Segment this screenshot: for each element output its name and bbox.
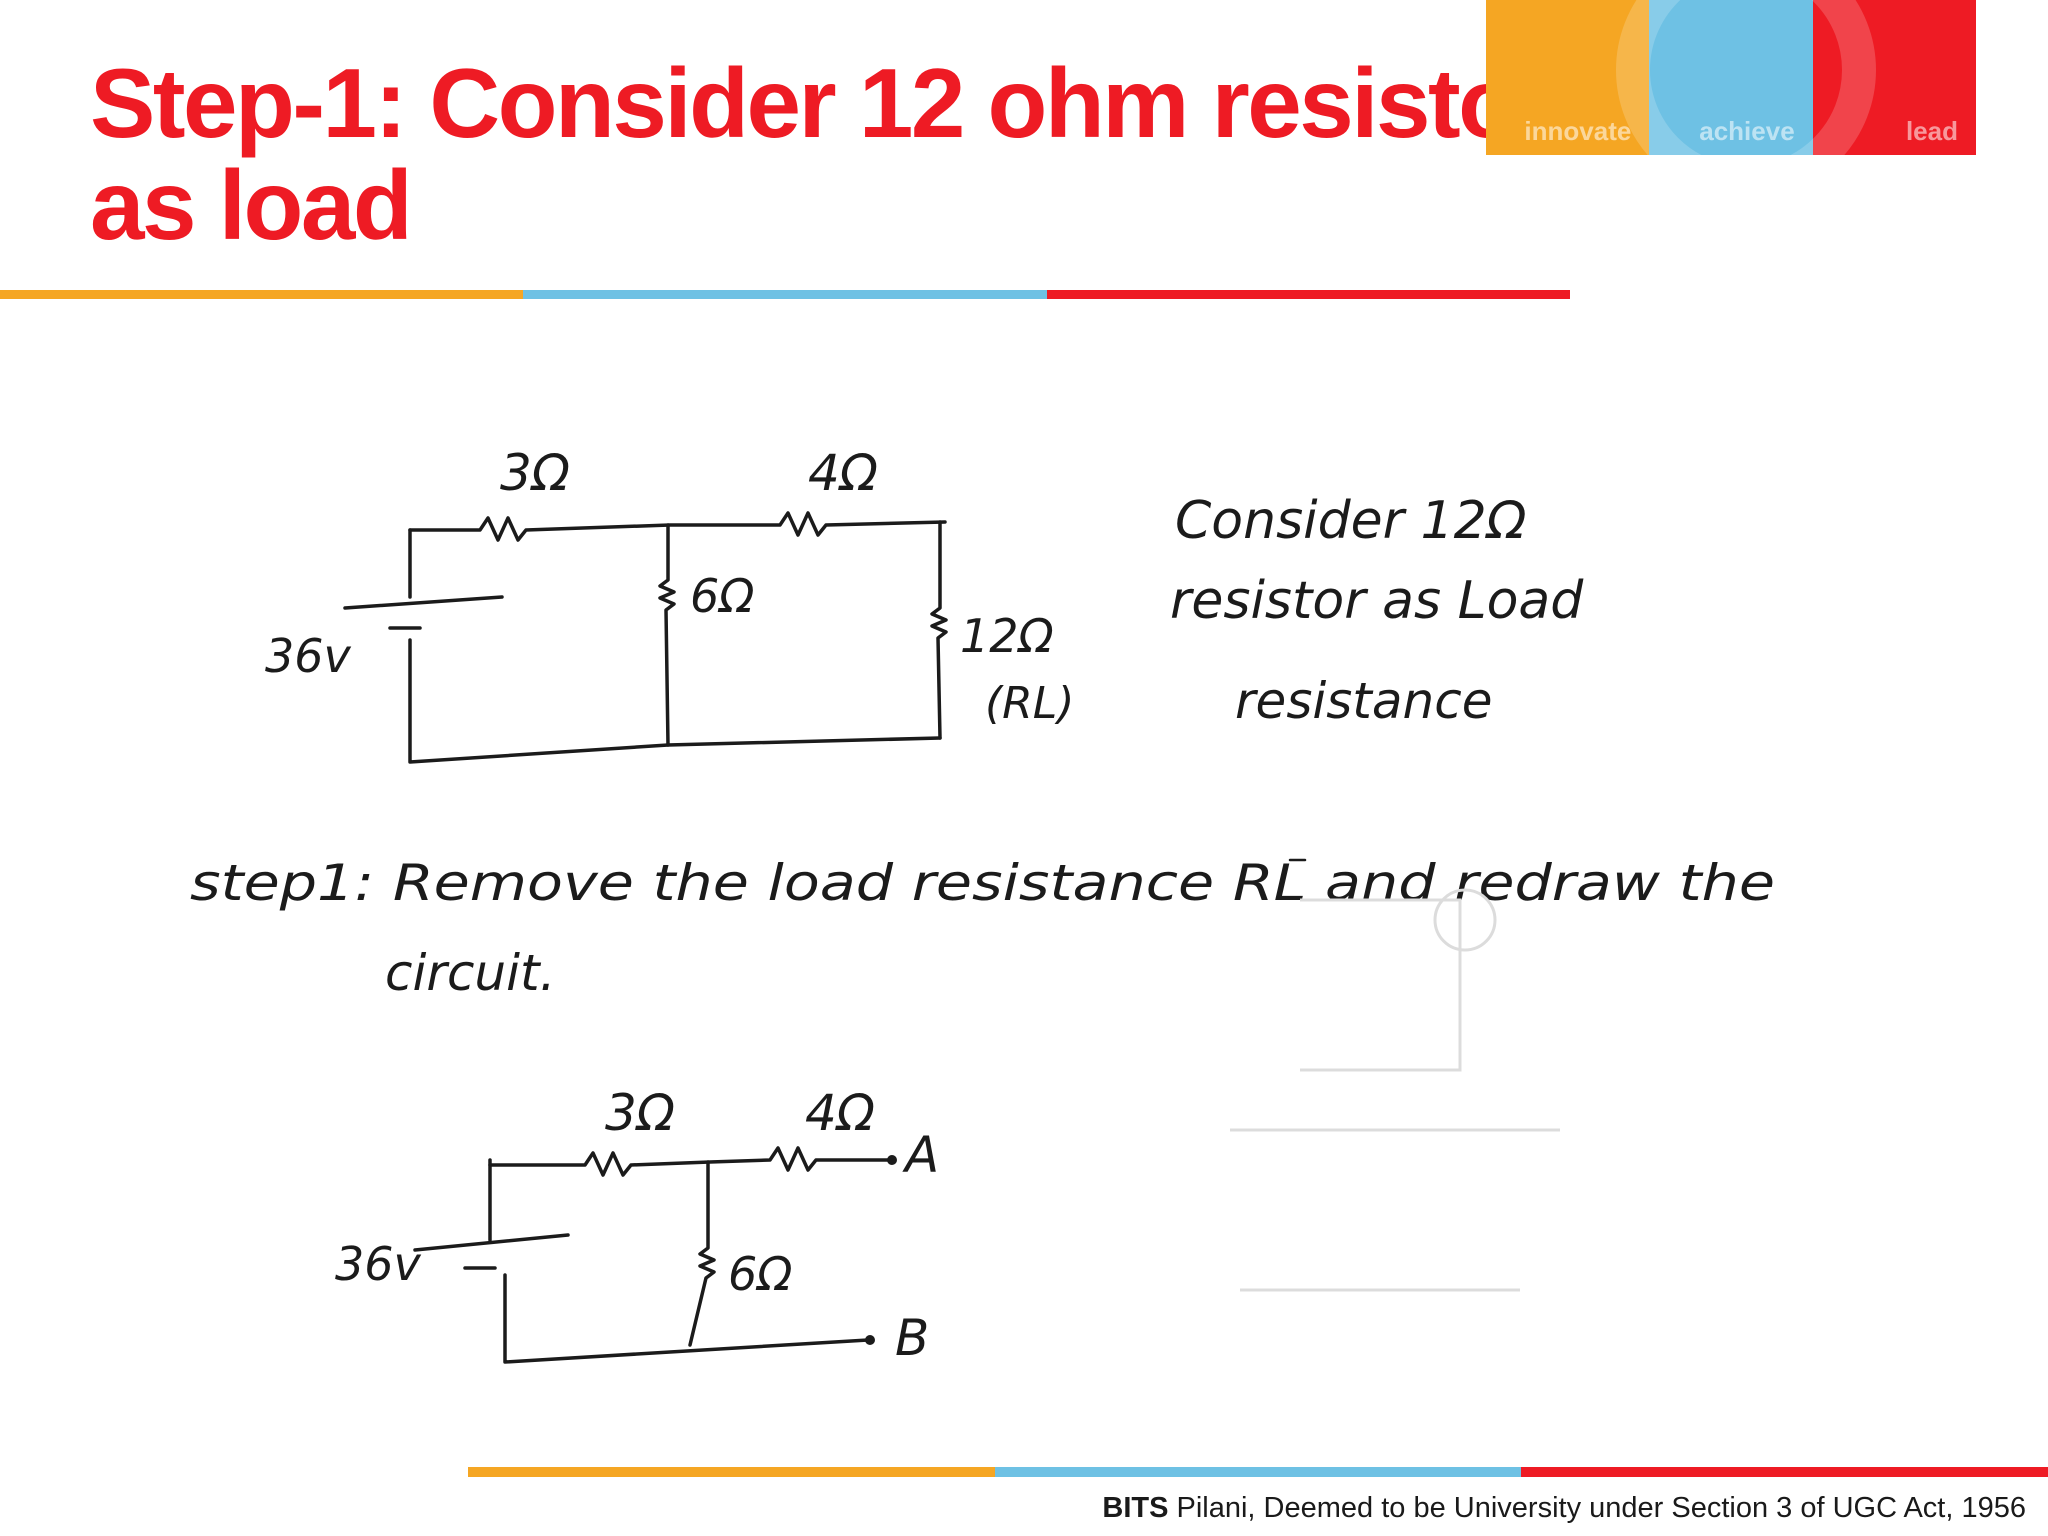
c2-node-a-label: A: [902, 1126, 939, 1184]
c2-source-label: 36v: [335, 1237, 422, 1291]
bleed-through-marks: [1230, 888, 1560, 1292]
c1-resistor-3-label: 3Ω: [500, 444, 570, 502]
c2-resistor-3-label: 3Ω: [605, 1084, 675, 1142]
c2-node-b-label: B: [895, 1309, 929, 1367]
title-line-1: Step-1: Consider 12 ohm resistor: [90, 48, 1554, 158]
note-line-3: resistance: [1235, 672, 1493, 730]
brand-label-lead: lead: [1905, 116, 1958, 146]
c1-resistor-6-label: 6Ω: [690, 569, 754, 623]
circuit-1-wiring: [343, 511, 948, 764]
circuit-2-wiring: [413, 1146, 892, 1364]
c2-resistor-4-label: 4Ω: [805, 1084, 875, 1142]
c1-resistor-12-label: 12Ω: [960, 609, 1054, 663]
brand-banner: innovate achieve lead: [1486, 0, 1976, 155]
c2-resistor-6-label: 6Ω: [728, 1247, 792, 1301]
step-text-line-2: circuit.: [385, 944, 556, 1002]
brand-label-achieve: achieve: [1699, 116, 1795, 146]
brand-label-innovate: innovate: [1524, 116, 1632, 146]
title-divider: [0, 290, 1570, 299]
c1-load-tag: (RL): [985, 678, 1074, 729]
slide-title: Step-1: Consider 12 ohm resistor as load: [90, 52, 1590, 256]
title-line-2: as load: [90, 150, 413, 260]
footer-bold: BITS: [1102, 1492, 1169, 1524]
c1-source-label: 36v: [265, 629, 352, 683]
footer-text: BITS Pilani, Deemed to be University und…: [1102, 1492, 2026, 1525]
brand-tile-lead: lead: [1812, 0, 1976, 155]
step-text-line-1: step1: Remove the load resistance RL and…: [190, 854, 1775, 912]
footer-divider: [468, 1467, 2048, 1477]
note-line-2: resistor as Load: [1170, 571, 1584, 631]
footer-rest: Pilani, Deemed to be University under Se…: [1168, 1492, 2026, 1524]
brand-tile-achieve: achieve: [1649, 0, 1813, 155]
brand-tile-innovate: innovate: [1486, 0, 1650, 155]
note-line-1: Consider 12Ω: [1175, 491, 1527, 551]
c1-resistor-4-label: 4Ω: [808, 444, 878, 502]
